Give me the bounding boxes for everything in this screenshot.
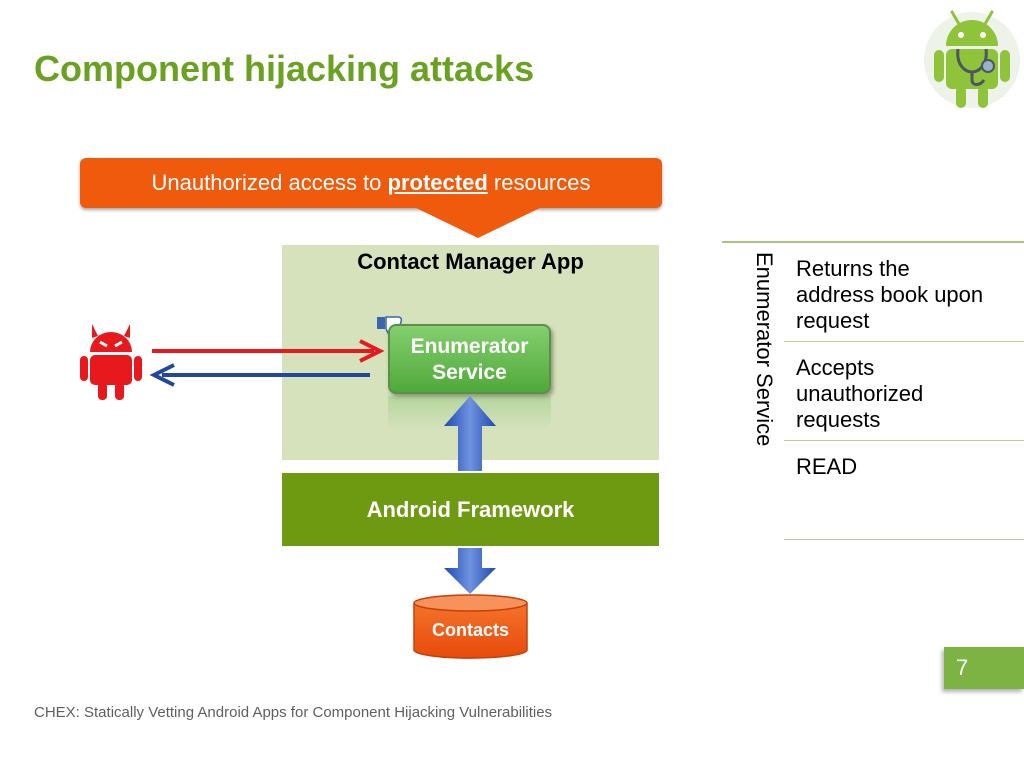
request-response-arrows (149, 339, 385, 387)
table-divider (784, 341, 1024, 342)
android-doctor-icon (924, 10, 1020, 108)
page-number-badge: 7 (944, 647, 1024, 689)
row-text: request (796, 308, 870, 333)
callout-banner: Unauthorized access to protected resourc… (80, 158, 662, 208)
table-row: Returns the address book upon request (796, 256, 1022, 334)
row-text: Accepts (796, 355, 875, 380)
contacts-label: Contacts (431, 620, 509, 640)
service-label-line2: Service (432, 361, 507, 384)
row-text: address book upon (796, 282, 984, 307)
request-arrow-icon (152, 339, 385, 363)
table-top-rule (722, 241, 1024, 243)
table-row: Accepts unauthorized requests (796, 355, 1022, 433)
slide-title: Component hijacking attacks (34, 48, 535, 89)
table-header-text: Enumerator Service (752, 252, 777, 447)
callout-pointer (412, 206, 544, 238)
footer-citation: CHEX: Statically Vetting Android Apps fo… (34, 704, 553, 721)
table-vertical-header: Enumerator Service (750, 252, 778, 478)
response-arrow-icon (149, 363, 370, 387)
table-bottom-rule (784, 539, 1024, 540)
enumerator-service-box: Enumerator Service (388, 324, 551, 394)
row-text: requests (796, 407, 881, 432)
row-text: READ (796, 454, 858, 479)
up-arrow-icon (444, 396, 496, 471)
callout-emphasis: protected (387, 170, 488, 195)
service-label-line1: Enumerator (410, 335, 529, 358)
row-text: Returns the (796, 256, 910, 281)
contacts-database-icon (413, 594, 528, 659)
callout-suffix: resources (487, 170, 591, 195)
table-divider (784, 440, 1024, 441)
callout-prefix: Unauthorized access to (151, 170, 388, 195)
malicious-android-icon (80, 324, 142, 400)
down-arrow-icon (444, 548, 496, 594)
android-framework-bar: Android Framework (282, 473, 659, 546)
row-text: unauthorized (796, 381, 924, 406)
app-title: Contact Manager App (357, 249, 584, 274)
table-row: READ (796, 454, 1022, 480)
